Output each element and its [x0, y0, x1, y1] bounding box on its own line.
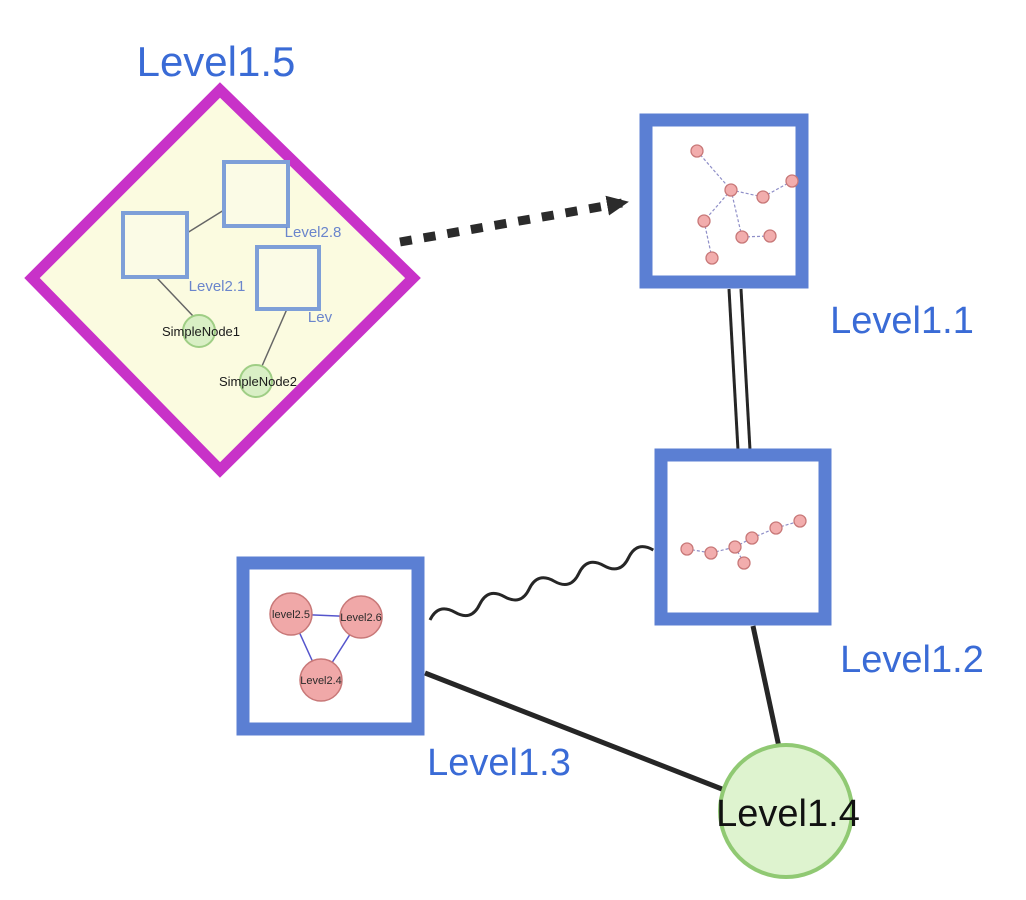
node-simplenode2[interactable]	[239, 364, 273, 398]
mini-node[interactable]	[745, 531, 759, 545]
node-level2-8[interactable]	[222, 160, 290, 228]
label-simplenode1: SimpleNode1	[162, 324, 240, 339]
mini-node[interactable]	[793, 514, 807, 528]
mini-node[interactable]	[735, 230, 749, 244]
node-level2-5[interactable]	[269, 592, 313, 636]
edge-level1-5-to-level1-1[interactable]	[399, 195, 629, 247]
mini-node[interactable]	[704, 546, 718, 560]
edge-level1-2-to-level1-4[interactable]	[750, 625, 782, 748]
node-level1-1[interactable]	[639, 113, 809, 289]
label-level1-5: Level1.5	[137, 38, 296, 85]
node-level1-2[interactable]	[654, 448, 832, 626]
label-simplenode2: SimpleNode2	[219, 374, 297, 389]
edge-level2-8-to-level2-1[interactable]	[186, 209, 225, 234]
label-level2-truncated: Lev	[308, 309, 333, 326]
mini-edge[interactable]	[696, 150, 732, 191]
label-level1-1: Level1.1	[830, 300, 974, 342]
mini-node[interactable]	[705, 251, 719, 265]
label-level2-8: Level2.8	[285, 224, 342, 241]
mini-node[interactable]	[763, 229, 777, 243]
mini-node[interactable]	[680, 542, 694, 556]
node-level1-5-diamond[interactable]	[24, 82, 421, 478]
mini-node[interactable]	[728, 540, 742, 554]
edge-level2-1-to-simplenode1[interactable]	[155, 276, 194, 317]
mini-node[interactable]	[769, 521, 783, 535]
mini-nodes-level1-1	[690, 144, 799, 265]
node-simplenode1[interactable]	[182, 314, 216, 348]
mini-node[interactable]	[724, 183, 738, 197]
label-level1-2: Level1.2	[840, 639, 984, 681]
mini-edge[interactable]	[730, 189, 743, 238]
mini-node[interactable]	[690, 144, 704, 158]
label-level2-1: Level2.1	[189, 278, 246, 295]
node-level2-1[interactable]	[121, 211, 189, 279]
edge-level1-1-to-level1-2[interactable]	[727, 288, 752, 451]
node-level2-4[interactable]	[299, 658, 343, 702]
edge-level1-3-to-level1-4[interactable]	[424, 670, 728, 794]
mini-node[interactable]	[697, 214, 711, 228]
node-level2-6[interactable]	[339, 595, 383, 639]
mini-nodes-level1-2	[680, 514, 807, 570]
mini-node[interactable]	[756, 190, 770, 204]
node-level1-3[interactable]	[236, 556, 425, 736]
label-level2-5: level2.5	[272, 609, 310, 621]
node-level2-truncated[interactable]	[255, 245, 321, 311]
node-level1-4[interactable]	[718, 743, 854, 879]
label-level1-4: Level1.4	[716, 793, 860, 835]
mini-edge[interactable]	[703, 189, 732, 222]
edge-lev-to-simplenode2[interactable]	[261, 308, 288, 367]
mini-node[interactable]	[737, 556, 751, 570]
label-level2-6: Level2.6	[340, 612, 382, 624]
mini-node[interactable]	[785, 174, 799, 188]
diamond-inner-edges	[155, 209, 288, 367]
label-level2-4: Level2.4	[300, 675, 342, 687]
label-level1-3: Level1.3	[427, 742, 571, 784]
edge-level1-3-to-level1-2[interactable]	[428, 543, 655, 626]
